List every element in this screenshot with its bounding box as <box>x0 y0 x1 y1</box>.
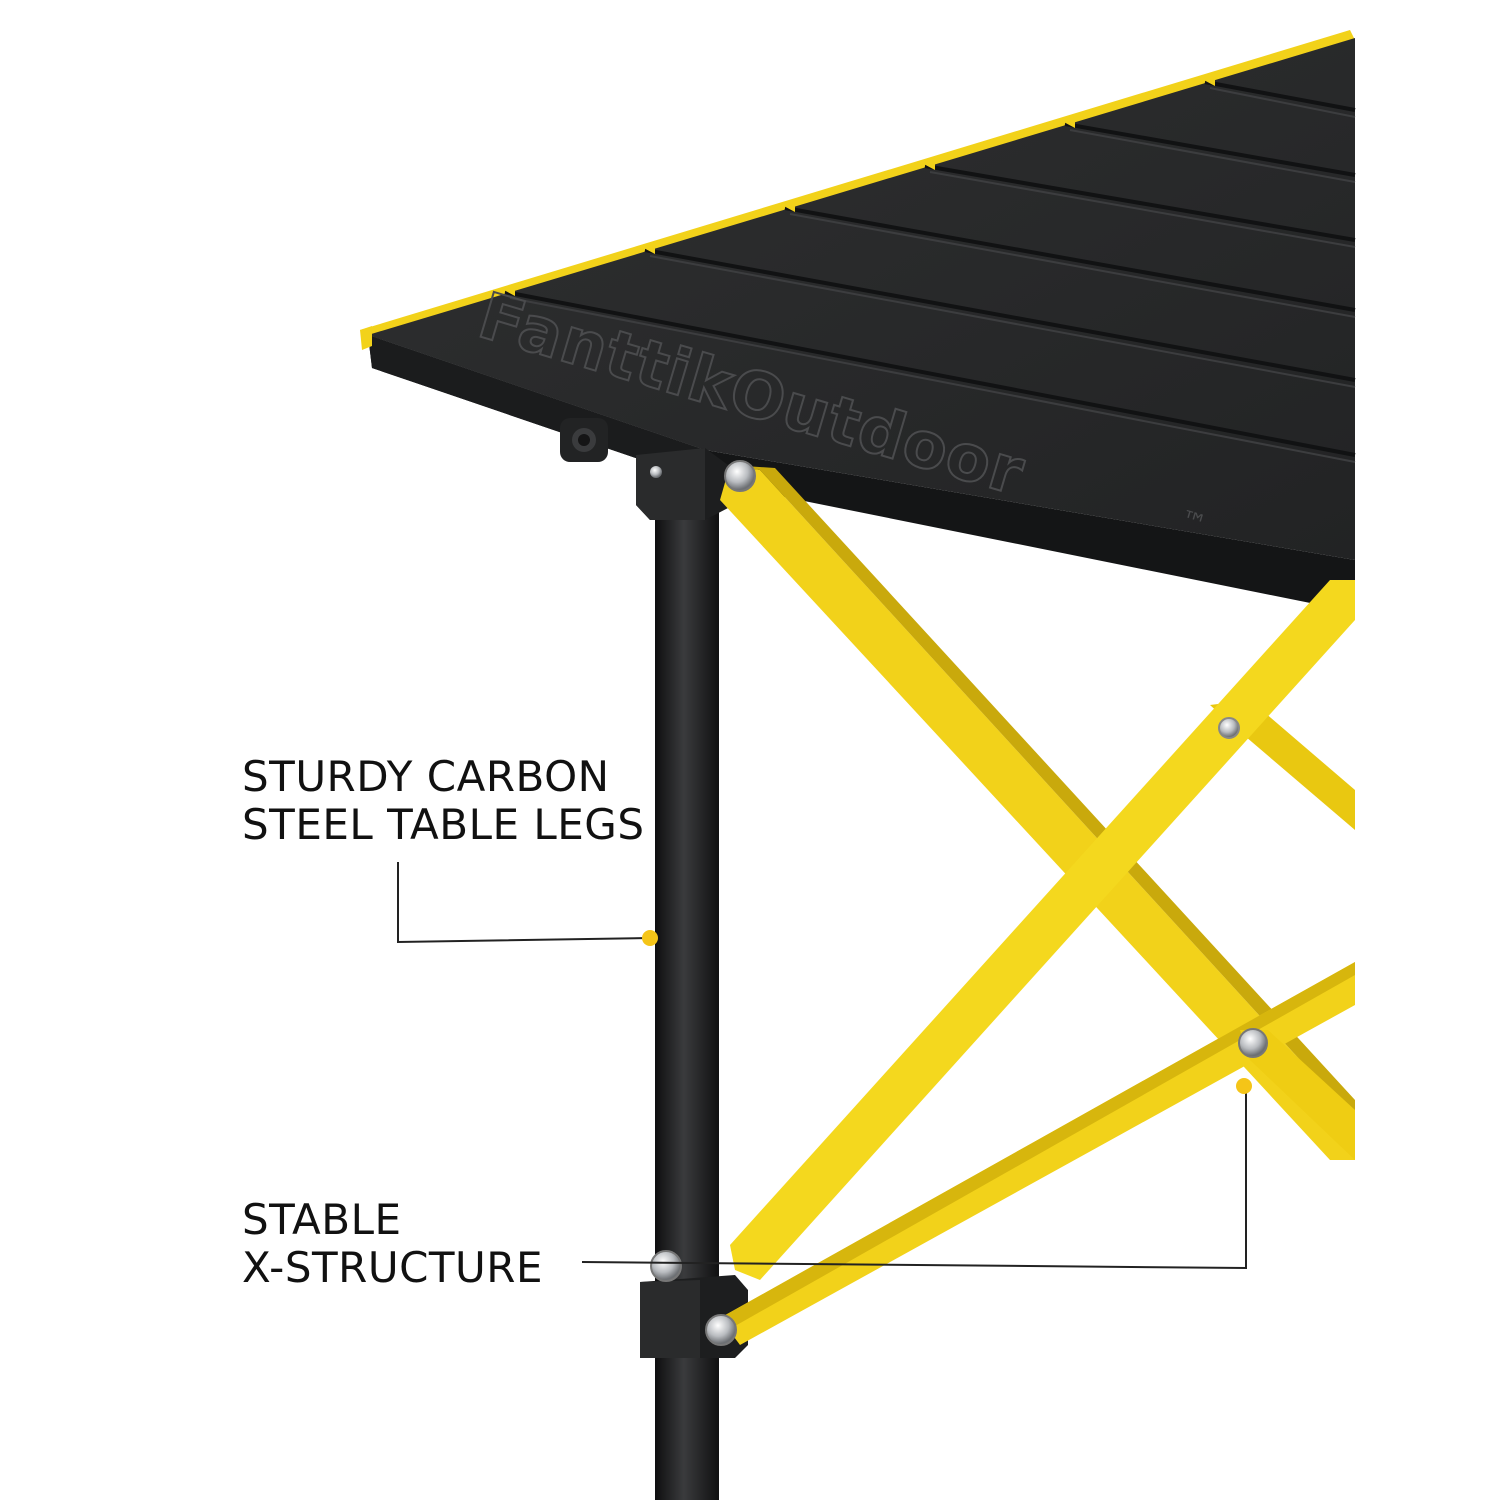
callout-label-x-structure: STABLE X-STRUCTURE <box>242 1196 543 1292</box>
bolt-icon <box>1218 717 1240 739</box>
tabletop: FanttikOutdoor ™ <box>360 30 1356 612</box>
callout-dot-x <box>1236 1078 1252 1094</box>
hinge-bracket <box>560 418 608 462</box>
x-frame <box>720 465 1355 1345</box>
callout-label-legs: STURDY CARBON STEEL TABLE LEGS <box>242 753 645 849</box>
bolt-icon <box>1238 1028 1268 1058</box>
slat-grooves <box>504 80 1356 457</box>
bolt-icon <box>650 1250 682 1282</box>
bolts <box>650 460 1268 1346</box>
bolt-icon <box>724 460 756 492</box>
callout-leader-legs <box>397 862 651 944</box>
slat-ends <box>360 74 1215 350</box>
callout-line: STEEL TABLE LEGS <box>242 800 645 849</box>
callout-leader-x <box>581 1092 1247 1270</box>
slat-highlights <box>509 87 1356 463</box>
callout-dot-legs <box>642 930 658 946</box>
bolt-icon <box>705 1314 737 1346</box>
callout-line: STABLE <box>242 1195 402 1244</box>
callout-line: STURDY CARBON <box>242 752 610 801</box>
callout-line: X-STRUCTURE <box>242 1243 544 1292</box>
